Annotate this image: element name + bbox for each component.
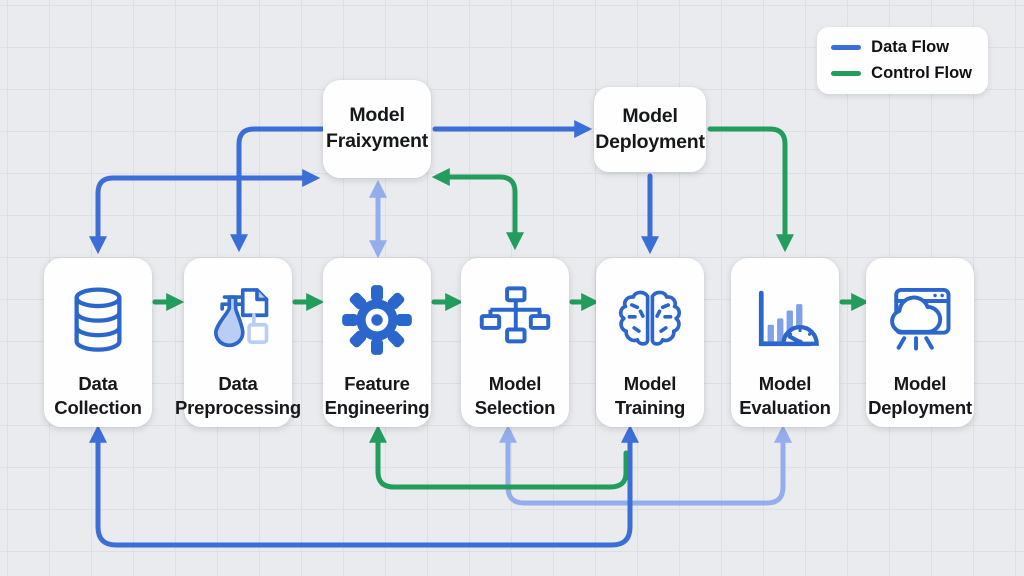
hierarchy-icon xyxy=(479,286,551,344)
flask-document-icon xyxy=(214,288,269,348)
legend-label: Control Flow xyxy=(871,64,972,82)
arrow-selection-modelbox xyxy=(431,168,524,251)
gear-icon xyxy=(342,285,412,355)
node-label: Model Evaluation xyxy=(739,373,831,419)
node-model-deployment: Model Deployment xyxy=(866,258,974,427)
node-label: Model Fraixyment xyxy=(325,104,429,152)
node-label: Model Training xyxy=(614,373,686,419)
node-model-evaluation: Model Evaluation xyxy=(731,258,839,427)
arrow-collection-training-bottom-loop xyxy=(89,424,639,548)
legend-item-control-flow: Control Flow xyxy=(831,64,972,83)
legend-item-data-flow: Data Flow xyxy=(831,38,972,57)
control-flow-line-icon xyxy=(831,71,862,76)
node-data-preprocessing: Data Preprocessing xyxy=(175,258,301,427)
arrow-modelbox-to-preprocessing xyxy=(230,126,326,253)
node-label: Model Deployment xyxy=(868,373,972,419)
database-icon xyxy=(74,287,122,352)
arrow-deploymenttop-to-evaluation xyxy=(707,126,794,253)
arrow-collection-modelbox xyxy=(89,169,321,255)
chart-gauge-icon xyxy=(758,290,819,347)
node-model-fraixyment: Model Fraixyment xyxy=(323,80,431,178)
node-label: Data Preprocessing xyxy=(175,373,301,419)
node-label: Feature Engineering xyxy=(324,373,430,419)
data-flow-line-icon xyxy=(831,45,862,50)
legend: Data Flow Control Flow xyxy=(817,27,988,94)
brain-icon xyxy=(618,290,682,346)
node-model-deployment-top: Model Deployment xyxy=(594,87,706,172)
arrow-training-to-feature-bottom xyxy=(369,424,629,490)
arrow-selection-evaluation-bottom xyxy=(499,424,792,506)
node-model-training: Model Training xyxy=(596,258,704,427)
node-label: Data Collection xyxy=(54,373,142,419)
legend-label: Data Flow xyxy=(871,38,950,56)
node-data-collection: Data Collection xyxy=(44,258,152,427)
node-model-selection: Model Selection xyxy=(461,258,569,427)
cloud-window-icon xyxy=(890,287,951,351)
node-label: Model Selection xyxy=(474,373,556,419)
node-feature-engineering: Feature Engineering xyxy=(323,258,431,427)
node-label: Model Deployment xyxy=(595,104,705,153)
